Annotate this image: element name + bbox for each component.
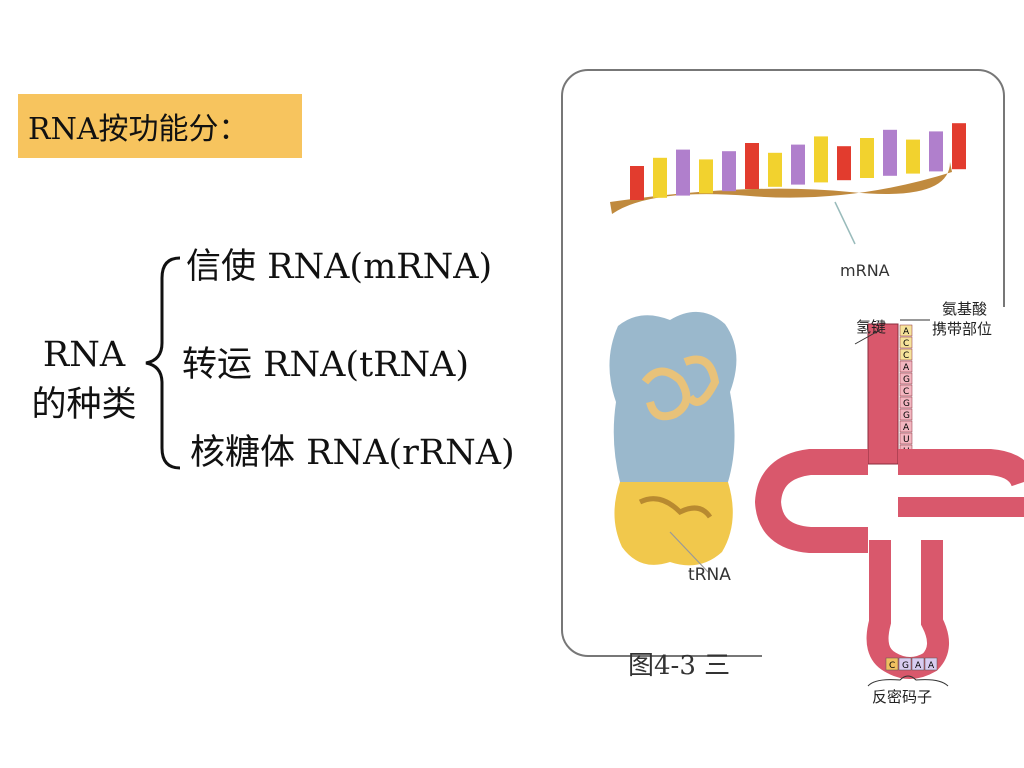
anticodon-base: A xyxy=(915,661,922,671)
type-rrna: 核糖体 RNA(rRNA) xyxy=(190,424,515,475)
acceptor-base-cell xyxy=(899,348,913,361)
trna-3d-illustration xyxy=(609,311,737,573)
mrna-nucleotide xyxy=(837,146,851,181)
mrna-nucleotide xyxy=(860,138,874,178)
mrna-nucleotide xyxy=(906,139,920,174)
type-rrna-name: 核糖体 xyxy=(190,433,296,473)
acceptor-base-cell xyxy=(899,396,913,409)
acceptor-base: G xyxy=(903,375,910,385)
mrna-illustration xyxy=(610,123,966,245)
mrna-nucleotide xyxy=(630,166,644,200)
hydrogen-bond-label: 氢键 xyxy=(856,318,886,336)
heading-text: RNA按功能分： xyxy=(28,112,249,147)
acceptor-base-cell xyxy=(899,360,913,373)
mrna-nucleotide xyxy=(745,143,759,189)
acceptor-base: C xyxy=(903,351,909,361)
acceptor-base: U xyxy=(903,435,910,445)
acceptor-base-cell xyxy=(899,336,913,349)
mrna-nucleotide xyxy=(676,149,690,196)
type-trna-name: 转运 xyxy=(182,345,253,385)
acceptor-base: C xyxy=(903,339,909,349)
type-mrna-code: RNA(mRNA) xyxy=(267,247,493,287)
anticodon-base-cell xyxy=(911,657,925,671)
acceptor-base-cell xyxy=(899,408,913,421)
mrna-nucleotide xyxy=(791,144,805,185)
anticodon-base-cell xyxy=(898,657,912,671)
acceptor-base: A xyxy=(903,327,910,337)
figure-caption: 图4-3 三 xyxy=(628,651,730,681)
mrna-nucleotide xyxy=(699,159,713,194)
acceptor-base: G xyxy=(903,399,910,409)
mrna-nucleotide xyxy=(653,157,667,198)
mrna-nucleotide xyxy=(722,151,736,192)
rna-label-line2: 的种类 xyxy=(31,385,137,425)
anticodon-base-cell xyxy=(885,657,899,671)
anticodon-base-cell xyxy=(924,657,938,671)
acceptor-base-cell xyxy=(899,372,913,385)
mrna-nucleotide xyxy=(768,152,782,187)
curly-brace xyxy=(145,256,181,470)
type-trna: 转运 RNA(tRNA) xyxy=(182,336,469,387)
rna-label-line1: RNA xyxy=(42,335,126,375)
anticodon-base: A xyxy=(928,661,935,671)
acceptor-base: C xyxy=(903,387,909,397)
acceptor-base-cell xyxy=(899,432,913,445)
amino-acid-site-line2: 携带部位 xyxy=(932,320,992,338)
acceptor-base: A xyxy=(903,423,910,433)
amino-acid-site-line1: 氨基酸 xyxy=(942,300,987,318)
anticodon-label: 反密码子 xyxy=(872,688,932,706)
heading-box: RNA按功能分： xyxy=(18,94,302,158)
acceptor-base: A xyxy=(903,363,910,373)
type-mrna: 信使 RNA(mRNA) xyxy=(186,238,492,289)
mrna-label: mRNA xyxy=(840,261,890,280)
mrna-nucleotide xyxy=(952,123,966,170)
anticodon-base: C xyxy=(889,661,895,671)
acceptor-base-cell xyxy=(899,384,913,397)
anticodon-base: G xyxy=(902,661,909,671)
mrna-nucleotide xyxy=(814,136,828,183)
rna-types-label: RNA 的种类 xyxy=(14,330,154,430)
type-rrna-code: RNA(rRNA) xyxy=(306,433,515,473)
mrna-nucleotide xyxy=(929,131,943,172)
trna-label: tRNA xyxy=(688,565,731,585)
type-mrna-name: 信使 xyxy=(186,247,257,287)
type-trna-code: RNA(tRNA) xyxy=(263,345,470,385)
mrna-nucleotide xyxy=(883,129,897,176)
acceptor-base-cell xyxy=(899,324,913,337)
acceptor-base: G xyxy=(903,411,910,421)
acceptor-base-cell xyxy=(899,420,913,433)
